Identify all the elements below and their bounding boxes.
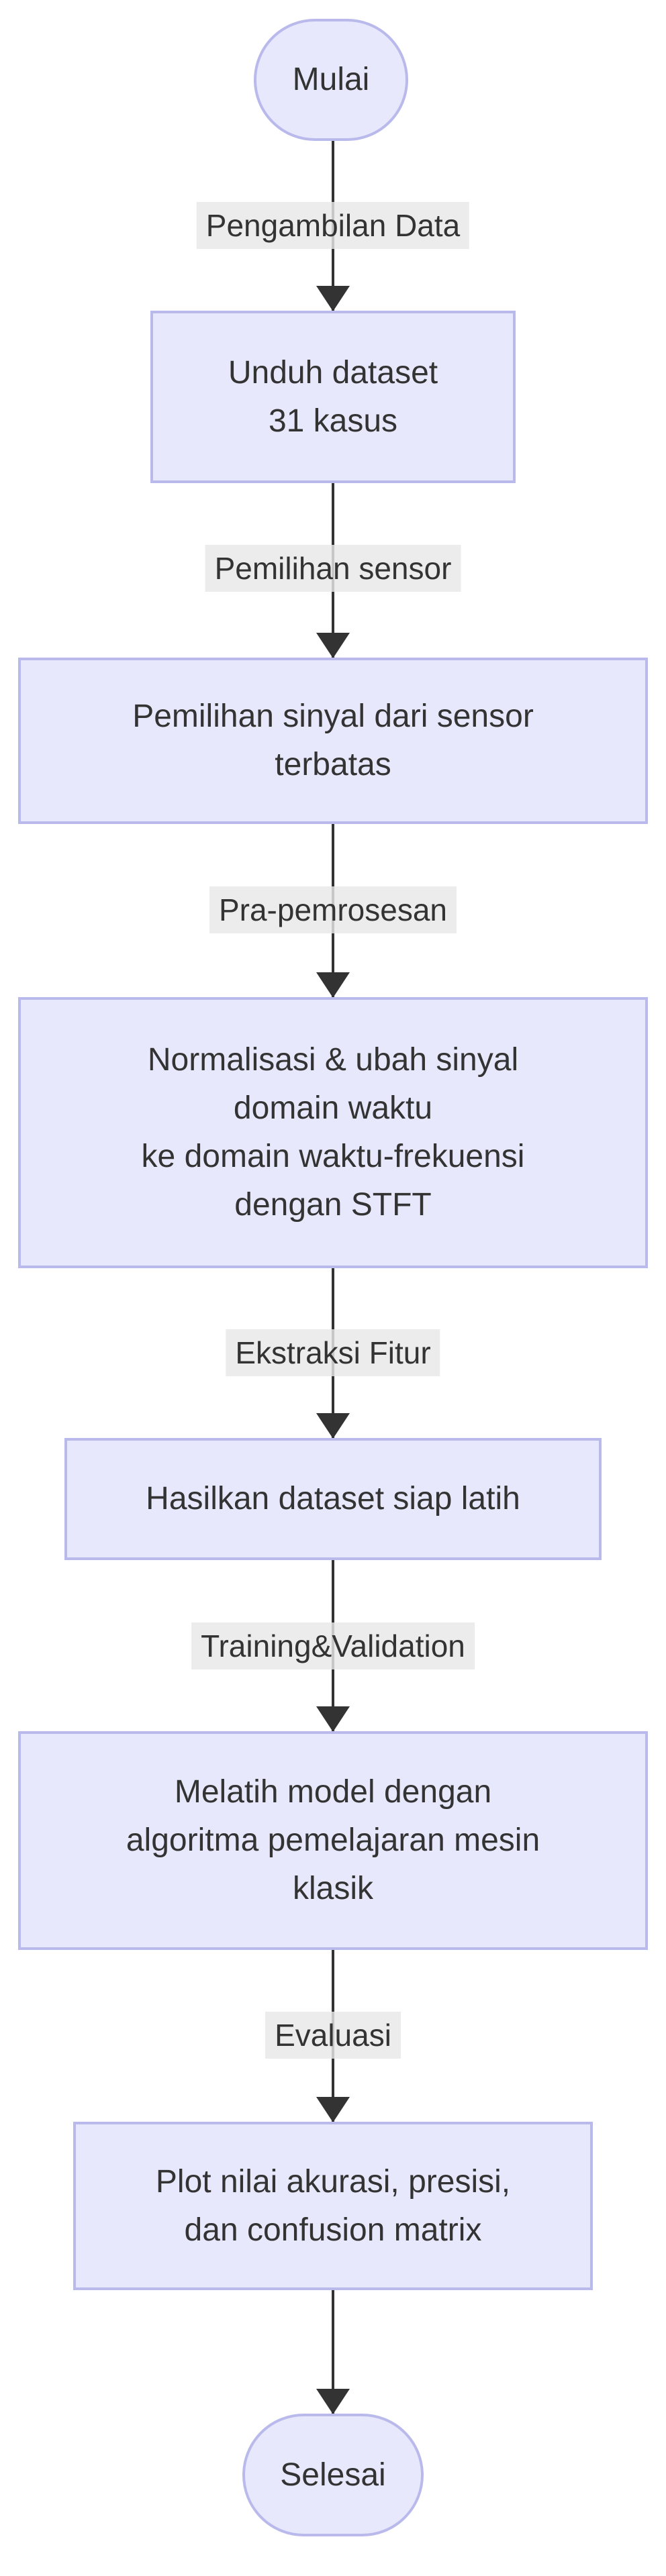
node-line: dan confusion matrix: [184, 2212, 482, 2248]
process-node-pemilihan-sinyal: Pemilihan sinyal dari sensor terbatas: [18, 658, 648, 824]
node-line: Pemilihan sinyal dari sensor: [132, 699, 534, 734]
arrowhead-icon: [316, 972, 350, 998]
node-line: Melatih model dengan: [174, 1774, 492, 1810]
node-line: ke domain waktu-frekuensi: [141, 1139, 525, 1174]
arrowhead-icon: [316, 1413, 350, 1439]
process-node-normalisasi-stft: Normalisasi & ubah sinyal domain waktu k…: [18, 997, 648, 1268]
edge-label-pemilihan-sensor: Pemilihan sensor: [205, 545, 461, 592]
process-node-melatih-model: Melatih model dengan algoritma pemelajar…: [18, 1731, 648, 1950]
process-node-hasilkan-dataset: Hasilkan dataset siap latih: [64, 1438, 602, 1560]
arrowhead-icon: [316, 286, 350, 311]
node-line: domain waktu: [233, 1090, 433, 1126]
node-line: Unduh dataset: [228, 354, 438, 391]
node-line: 31 kasus: [268, 403, 398, 439]
edge-label-evaluasi: Evaluasi: [265, 2012, 401, 2059]
node-line: Plot nilai akurasi, presisi,: [155, 2163, 511, 2200]
edge-label-ekstraksi-fitur: Ekstraksi Fitur: [226, 1329, 440, 1376]
arrowhead-icon: [316, 2389, 350, 2414]
process-node-plot-hasil: Plot nilai akurasi, presisi, dan confusi…: [73, 2122, 593, 2290]
node-line: Hasilkan dataset siap latih: [146, 1481, 520, 1516]
node-line: dengan STFT: [234, 1187, 432, 1223]
edge-label-pengambilan-data: Pengambilan Data: [196, 202, 470, 249]
node-line: klasik: [292, 1871, 374, 1906]
end-node: Selesai: [242, 2414, 424, 2536]
arrowhead-icon: [316, 633, 350, 658]
flow-line: [332, 138, 334, 2414]
arrowhead-icon: [316, 1706, 350, 1732]
node-line: terbatas: [275, 747, 391, 782]
start-node-label: Mulai: [292, 62, 370, 97]
edge-label-training-validation: Training&Validation: [191, 1622, 475, 1669]
node-line: Normalisasi & ubah sinyal: [147, 1042, 519, 1078]
edge-label-pra-pemrosesan: Pra-pemrosesan: [209, 886, 457, 933]
start-node: Mulai: [254, 19, 408, 141]
arrowhead-icon: [316, 2097, 350, 2122]
node-line: algoritma pemelajaran mesin: [126, 1822, 540, 1858]
end-node-label: Selesai: [280, 2457, 386, 2493]
process-node-unduh-dataset: Unduh dataset 31 kasus: [150, 311, 516, 483]
